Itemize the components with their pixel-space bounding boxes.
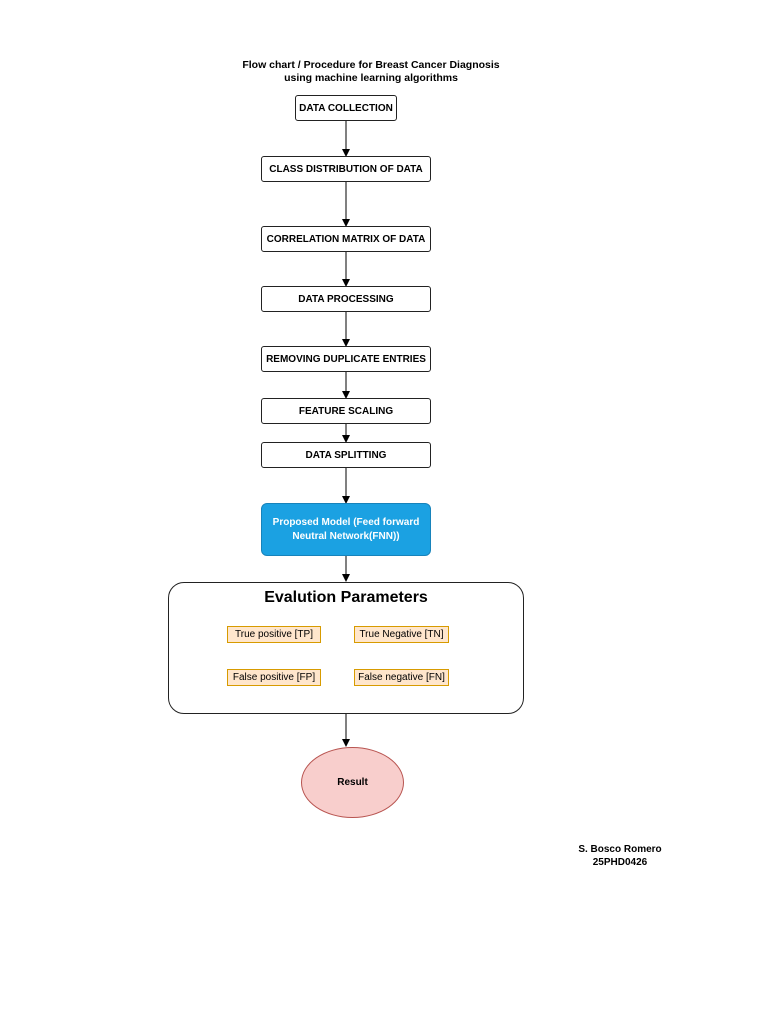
step-data-processing: DATA PROCESSING	[261, 286, 431, 312]
step-correlation-matrix: CORRELATION MATRIX OF DATA	[261, 226, 431, 252]
evaluation-parameters-box: Evalution Parameters True positive [TP] …	[168, 582, 524, 714]
model-line-2: Neutral Network(FNN))	[292, 530, 400, 542]
title-line-2: using machine learning algorithms	[284, 72, 458, 84]
param-true-negative: True Negative [TN]	[354, 626, 449, 643]
step-data-collection: DATA COLLECTION	[295, 95, 397, 121]
title-line-1: Flow chart / Procedure for Breast Cancer…	[242, 59, 500, 71]
param-true-positive: True positive [TP]	[227, 626, 321, 643]
param-false-negative: False negative [FN]	[354, 669, 449, 686]
evaluation-title: Evalution Parameters	[264, 589, 428, 606]
diagram-title: Flow chart / Procedure for Breast Cancer…	[196, 59, 546, 85]
step-class-distribution: CLASS DISTRIBUTION OF DATA	[261, 156, 431, 182]
model-line-1: Proposed Model (Feed forward	[272, 516, 420, 528]
param-false-positive: False positive [FP]	[227, 669, 321, 686]
proposed-model-box: Proposed Model (Feed forward Neutral Net…	[261, 503, 431, 556]
step-data-splitting: DATA SPLITTING	[261, 442, 431, 468]
author-name: S. Bosco Romero	[578, 844, 662, 855]
result-ellipse: Result	[301, 747, 404, 818]
step-removing-duplicates: REMOVING DUPLICATE ENTRIES	[261, 346, 431, 372]
author-block: S. Bosco Romero 25PHD0426	[560, 843, 680, 869]
author-id: 25PHD0426	[592, 857, 648, 868]
step-feature-scaling: FEATURE SCALING	[261, 398, 431, 424]
